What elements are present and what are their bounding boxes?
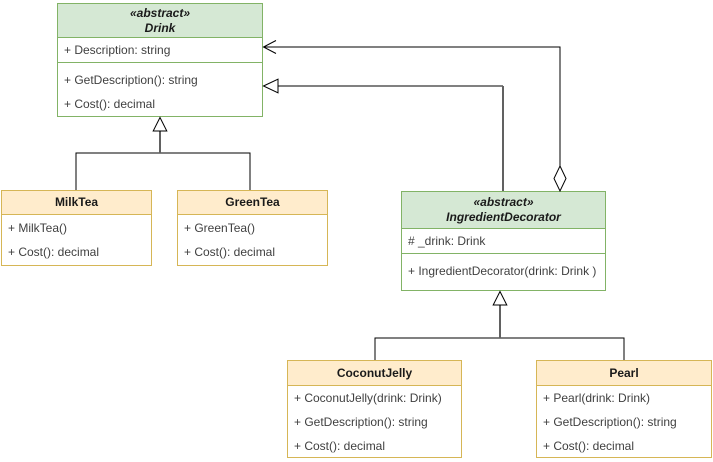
class-box-drink[interactable]: «abstract» Drink + Description: string +…	[57, 3, 263, 117]
members-section: + CoconutJelly(drink: Drink) + GetDescri…	[288, 386, 461, 457]
attributes-section: # _drink: Drink	[402, 229, 605, 253]
members-section: + MilkTea() + Cost(): decimal	[2, 215, 151, 265]
class-box-milktea[interactable]: MilkTea + MilkTea() + Cost(): decimal	[1, 190, 152, 266]
stereotype-label: «abstract»	[473, 195, 534, 209]
method-row: + GetDescription(): string	[294, 415, 428, 429]
open-arrowhead-drink-right-upper	[262, 40, 277, 54]
generalization-arrowhead-drink-bottom	[152, 116, 168, 132]
method-row: + Cost(): decimal	[8, 245, 100, 259]
class-name: Pearl	[609, 365, 639, 380]
method-row: + Cost(): decimal	[543, 439, 635, 453]
class-box-greentea[interactable]: GreenTea + GreenTea() + Cost(): decimal	[177, 190, 328, 266]
class-name: GreenTea	[225, 195, 280, 209]
method-row: + GreenTea()	[184, 221, 256, 235]
class-header-ingredient-decorator: «abstract» IngredientDecorator	[402, 192, 605, 229]
attributes-section: + Description: string	[58, 38, 262, 62]
edge-decorator-aggregates-drink	[263, 46, 561, 166]
edge-milktea-greentea-to-drink	[75, 152, 251, 190]
class-header-drink: «abstract» Drink	[58, 4, 262, 38]
attribute-row: + Description: string	[64, 43, 171, 57]
method-row: + Pearl(drink: Drink)	[543, 391, 651, 405]
methods-section: + IngredientDecorator(drink: Drink )	[402, 253, 605, 290]
attribute-row: # _drink: Drink	[408, 234, 486, 248]
method-row: + GetDescription(): string	[64, 73, 198, 87]
class-name: Drink	[144, 20, 176, 35]
class-header-milktea: MilkTea	[2, 191, 151, 215]
members-section: + GreenTea() + Cost(): decimal	[178, 215, 327, 265]
class-box-ingredient-decorator[interactable]: «abstract» IngredientDecorator # _drink:…	[401, 191, 606, 291]
class-header-greentea: GreenTea	[178, 191, 327, 215]
edge-coconutjelly-pearl-to-decorator	[374, 337, 625, 360]
method-row: + MilkTea()	[8, 221, 68, 235]
method-row: + GetDescription(): string	[543, 415, 677, 429]
generalization-arrowhead-drink-right-lower	[262, 78, 279, 94]
method-row: + Cost(): decimal	[294, 439, 386, 453]
method-row: + Cost(): decimal	[184, 245, 276, 259]
method-row: + IngredientDecorator(drink: Drink )	[408, 264, 597, 278]
aggregation-diamond-ingredient-decorator	[553, 164, 567, 193]
class-name: IngredientDecorator	[446, 210, 561, 224]
class-header-coconutjelly: CoconutJelly	[288, 361, 461, 386]
class-name: MilkTea	[54, 195, 99, 209]
methods-section: + GetDescription(): string + Cost(): dec…	[58, 62, 262, 116]
generalization-arrowhead-decorator-bottom	[492, 290, 508, 306]
method-row: + Cost(): decimal	[64, 97, 156, 111]
members-section: + Pearl(drink: Drink) + GetDescription()…	[537, 386, 711, 457]
class-box-pearl[interactable]: Pearl + Pearl(drink: Drink) + GetDescrip…	[536, 360, 712, 458]
class-box-coconutjelly[interactable]: CoconutJelly + CoconutJelly(drink: Drink…	[287, 360, 462, 458]
class-name: CoconutJelly	[336, 365, 413, 380]
class-header-pearl: Pearl	[537, 361, 711, 386]
stereotype-label: «abstract»	[129, 5, 191, 20]
method-row: + CoconutJelly(drink: Drink)	[294, 391, 442, 405]
